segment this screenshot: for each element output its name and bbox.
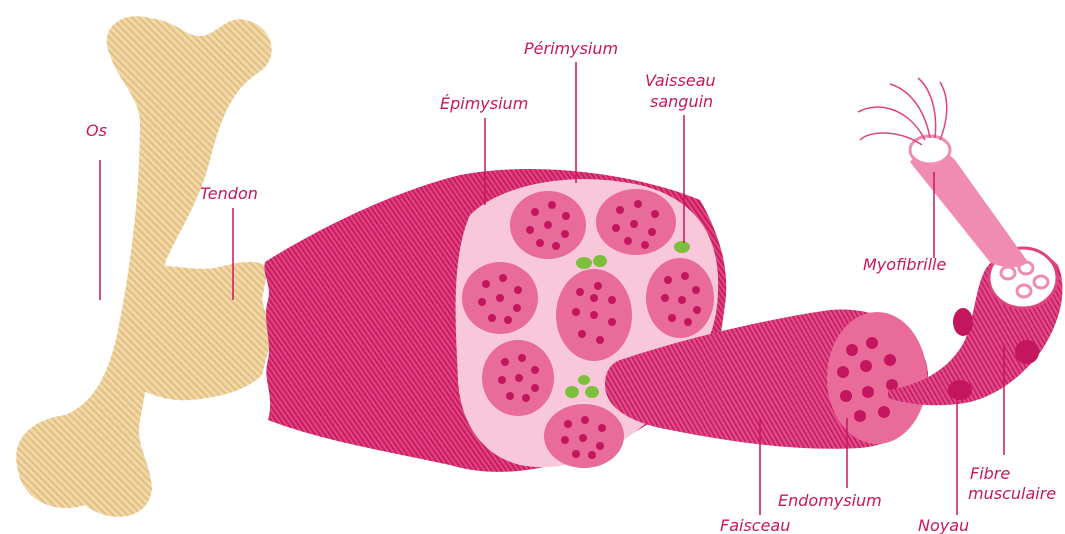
label-perimysium: Périmysium [524,39,618,58]
tendon [122,262,272,400]
noyau-nucleus [953,308,973,336]
label-vaisseau-line2: sanguin [650,92,713,111]
noyau-nucleus [948,380,972,400]
fascicle [544,404,624,468]
label-os: Os [86,121,107,140]
fascicle [596,189,676,255]
noyau-nucleus [1015,340,1039,364]
label-endomysium: Endomysium [778,491,882,510]
label-myofibrille: Myofibrille [863,255,946,274]
myofibrille [858,78,1028,267]
label-noyau: Noyau [918,516,969,534]
label-tendon: Tendon [200,184,258,203]
label-epimysium: Épimysium [440,94,528,113]
fascicle [510,191,586,259]
fascicle [646,258,714,338]
fascicle-end [827,312,927,444]
label-faisceau: Faisceau [720,516,790,534]
fascicle [462,262,538,334]
fascicle [482,340,554,416]
label-fibre-line2: musculaire [968,484,1056,503]
label-vaisseau-line1: Vaisseau [645,71,716,90]
fascicle [556,269,632,361]
label-fibre-line1: Fibre [970,464,1010,483]
